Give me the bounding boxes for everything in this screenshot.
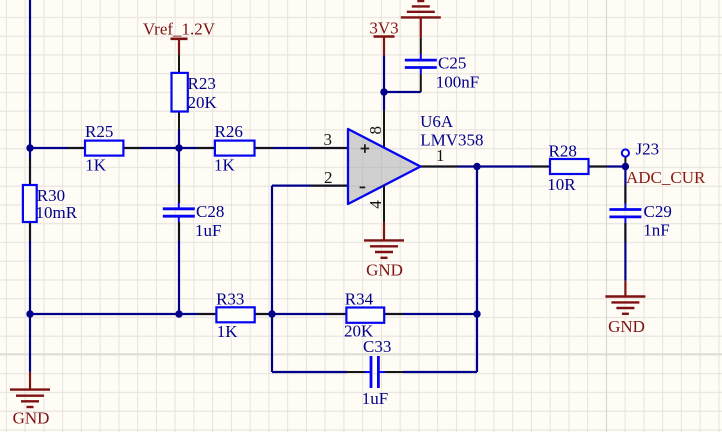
svg-text:1K: 1K [85,156,107,175]
svg-text:R30: R30 [37,186,65,205]
svg-text:R23: R23 [188,74,216,93]
svg-text:U6A: U6A [420,112,454,131]
svg-text:C29: C29 [644,202,672,221]
svg-text:J23: J23 [636,140,660,159]
svg-text:1K: 1K [217,322,239,341]
svg-text:1uF: 1uF [362,389,388,408]
svg-text:1nF: 1nF [643,221,669,240]
svg-text:2: 2 [324,168,333,187]
svg-text:GND: GND [366,261,403,280]
svg-text:20K: 20K [188,93,218,112]
svg-text:R26: R26 [215,122,243,141]
svg-text:4: 4 [366,200,385,209]
svg-text:20K: 20K [344,322,374,341]
svg-text:LMV358: LMV358 [420,131,483,150]
svg-text:C25: C25 [438,54,466,73]
svg-text:C33: C33 [363,337,391,356]
svg-text:GND: GND [608,317,645,336]
svg-text:GND: GND [13,409,50,428]
svg-text:1uF: 1uF [195,221,221,240]
svg-text:3: 3 [324,130,333,149]
svg-text:R25: R25 [85,122,113,141]
svg-text:C28: C28 [196,202,224,221]
svg-text:R34: R34 [345,290,374,309]
svg-text:Vref_1.2V: Vref_1.2V [143,19,216,38]
svg-text:R28: R28 [549,141,577,160]
svg-text:10R: 10R [547,175,576,194]
svg-text:R33: R33 [216,290,244,309]
svg-text:1K: 1K [214,156,236,175]
svg-text:8: 8 [366,126,385,135]
svg-text:3V3: 3V3 [369,19,398,38]
svg-text:1: 1 [436,146,445,165]
svg-text:ADC_CUR: ADC_CUR [626,168,706,187]
svg-text:10mR: 10mR [36,203,78,222]
svg-text:100nF: 100nF [436,73,479,92]
